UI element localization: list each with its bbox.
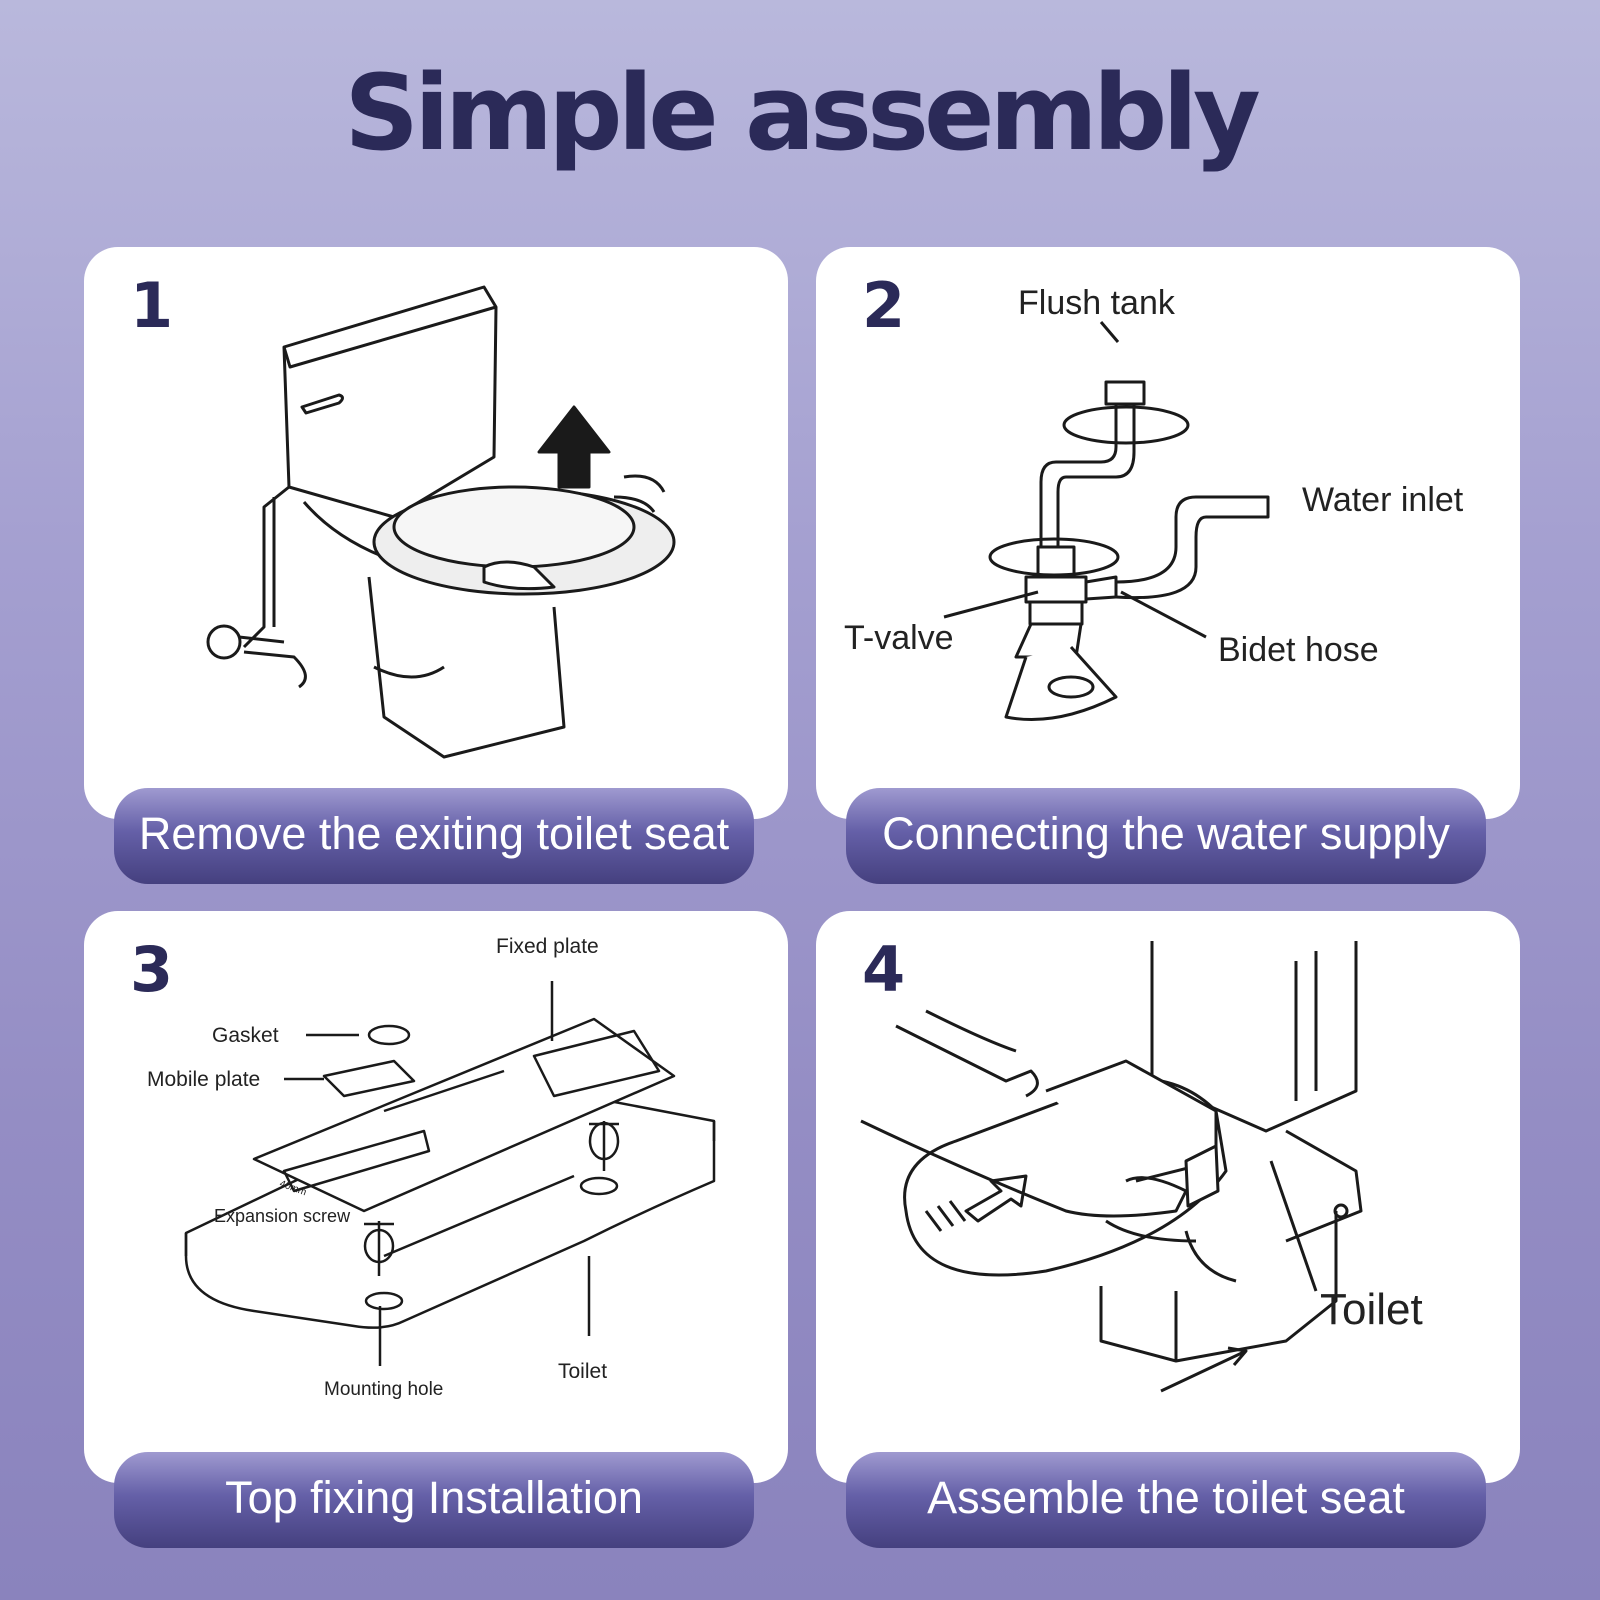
label-mobile-plate: Mobile plate	[147, 1068, 260, 1091]
step-caption: Assemble the toilet seat	[846, 1452, 1486, 1548]
step-number: 3	[130, 933, 174, 1006]
step-3-card: 3 Fixed	[84, 911, 788, 1548]
step-number: 4	[862, 933, 906, 1006]
step-2-card: 2 Flush tank Water inlet T-valve	[816, 247, 1520, 884]
water-supply-illustration: Flush tank Water inlet T-valve Bidet hos…	[844, 284, 1464, 721]
step-number: 1	[130, 269, 174, 342]
label-toilet: Toilet	[1320, 1285, 1423, 1334]
remove-seat-illustration	[206, 285, 676, 759]
label-mounting-hole: Mounting hole	[324, 1379, 443, 1400]
label-expansion-screw: Expansion screw	[214, 1206, 351, 1226]
label-t-valve: T-valve	[844, 619, 954, 657]
step-caption: Remove the exiting toilet seat	[114, 788, 754, 884]
label-gasket: Gasket	[212, 1024, 279, 1047]
step-caption: Connecting the water supply	[846, 788, 1486, 884]
step-4-card: 4	[816, 911, 1520, 1548]
label-bidet-hose: Bidet hose	[1218, 631, 1379, 669]
step-number: 2	[862, 269, 906, 342]
assemble-seat-illustration: Toilet	[860, 941, 1423, 1393]
page-title: Simple assembly	[344, 52, 1261, 174]
step-caption: Top fixing Installation	[114, 1452, 754, 1548]
top-fixing-illustration: Fixed plate Gasket Mobile plate Expansio…	[147, 935, 716, 1400]
label-toilet: Toilet	[558, 1360, 607, 1383]
step-1-card: 1 Remove the exiting toilet seat	[84, 247, 788, 884]
label-flush-tank: Flush tank	[1018, 284, 1176, 322]
label-water-inlet: Water inlet	[1302, 481, 1464, 519]
label-fixed-plate: Fixed plate	[496, 935, 599, 958]
